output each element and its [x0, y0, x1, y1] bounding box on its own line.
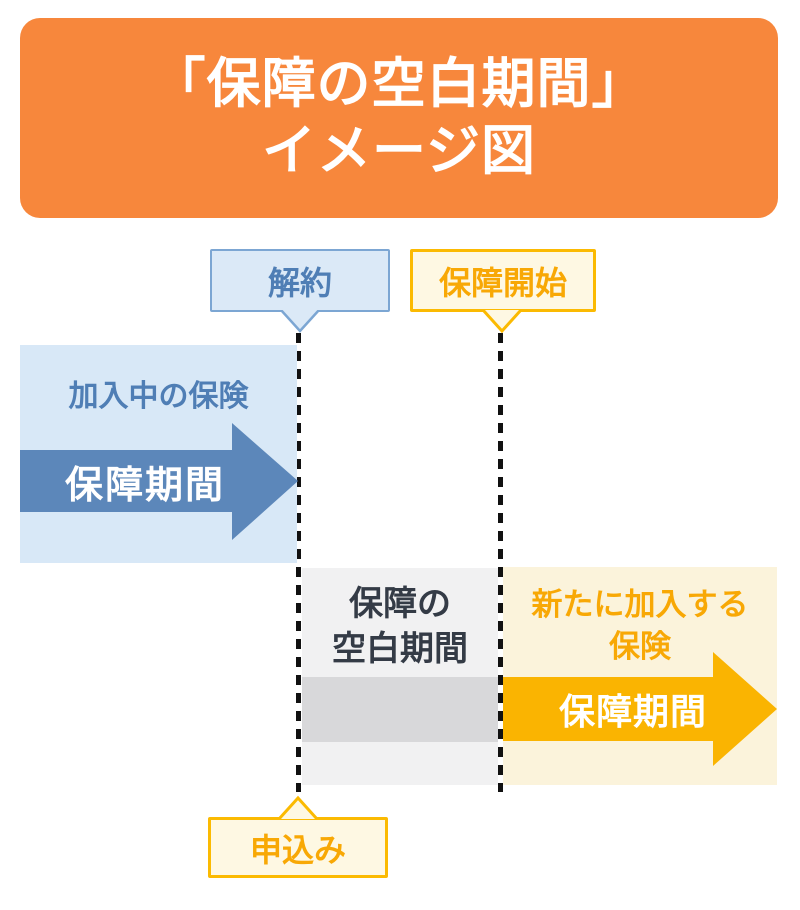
gap-period-label-line2: 空白期間 — [332, 630, 468, 668]
new-insurance-label-line1: 新たに加入する — [531, 587, 749, 622]
callout-cancel: 解約 — [210, 249, 390, 312]
current-period-label: 保障期間 — [64, 464, 225, 507]
current-insurance-label: 加入中の保険 — [68, 380, 249, 413]
gap-period-label: 保障の 空白期間 — [302, 582, 498, 672]
new-period-label: 保障期間 — [558, 691, 707, 732]
gap-period-panel: 保障の 空白期間 — [302, 568, 498, 785]
title-line-1: 「保障の空白期間」 — [151, 54, 647, 114]
blue-period-arrow-right-icon — [20, 423, 298, 540]
title-line-2: イメージ図 — [262, 121, 536, 181]
callout-application: 申込み — [208, 817, 388, 878]
gap-period-label-line1: 保障の — [349, 585, 451, 623]
orange-period-arrow-right-icon — [503, 652, 777, 766]
callout-coverage-start: 保障開始 — [410, 249, 596, 312]
callout-tail-up-icon — [277, 795, 319, 819]
callout-tail-down-icon — [481, 310, 523, 334]
callout-tail-down-icon — [280, 310, 320, 333]
start-timeline-dashed-line — [498, 333, 503, 792]
callout-cancel-label: 解約 — [267, 264, 332, 301]
new-insurance-label: 新たに加入する 保険 — [503, 584, 777, 668]
callout-application-label: 申込み — [249, 831, 346, 868]
callout-coverage-start-label: 保障開始 — [438, 264, 567, 301]
gap-period-band — [302, 677, 498, 742]
cancel-timeline-dashed-line — [296, 333, 301, 792]
new-insurance-label-line2: 保険 — [609, 629, 671, 664]
title-banner: 「保障の空白期間」 イメージ図 — [20, 18, 778, 218]
